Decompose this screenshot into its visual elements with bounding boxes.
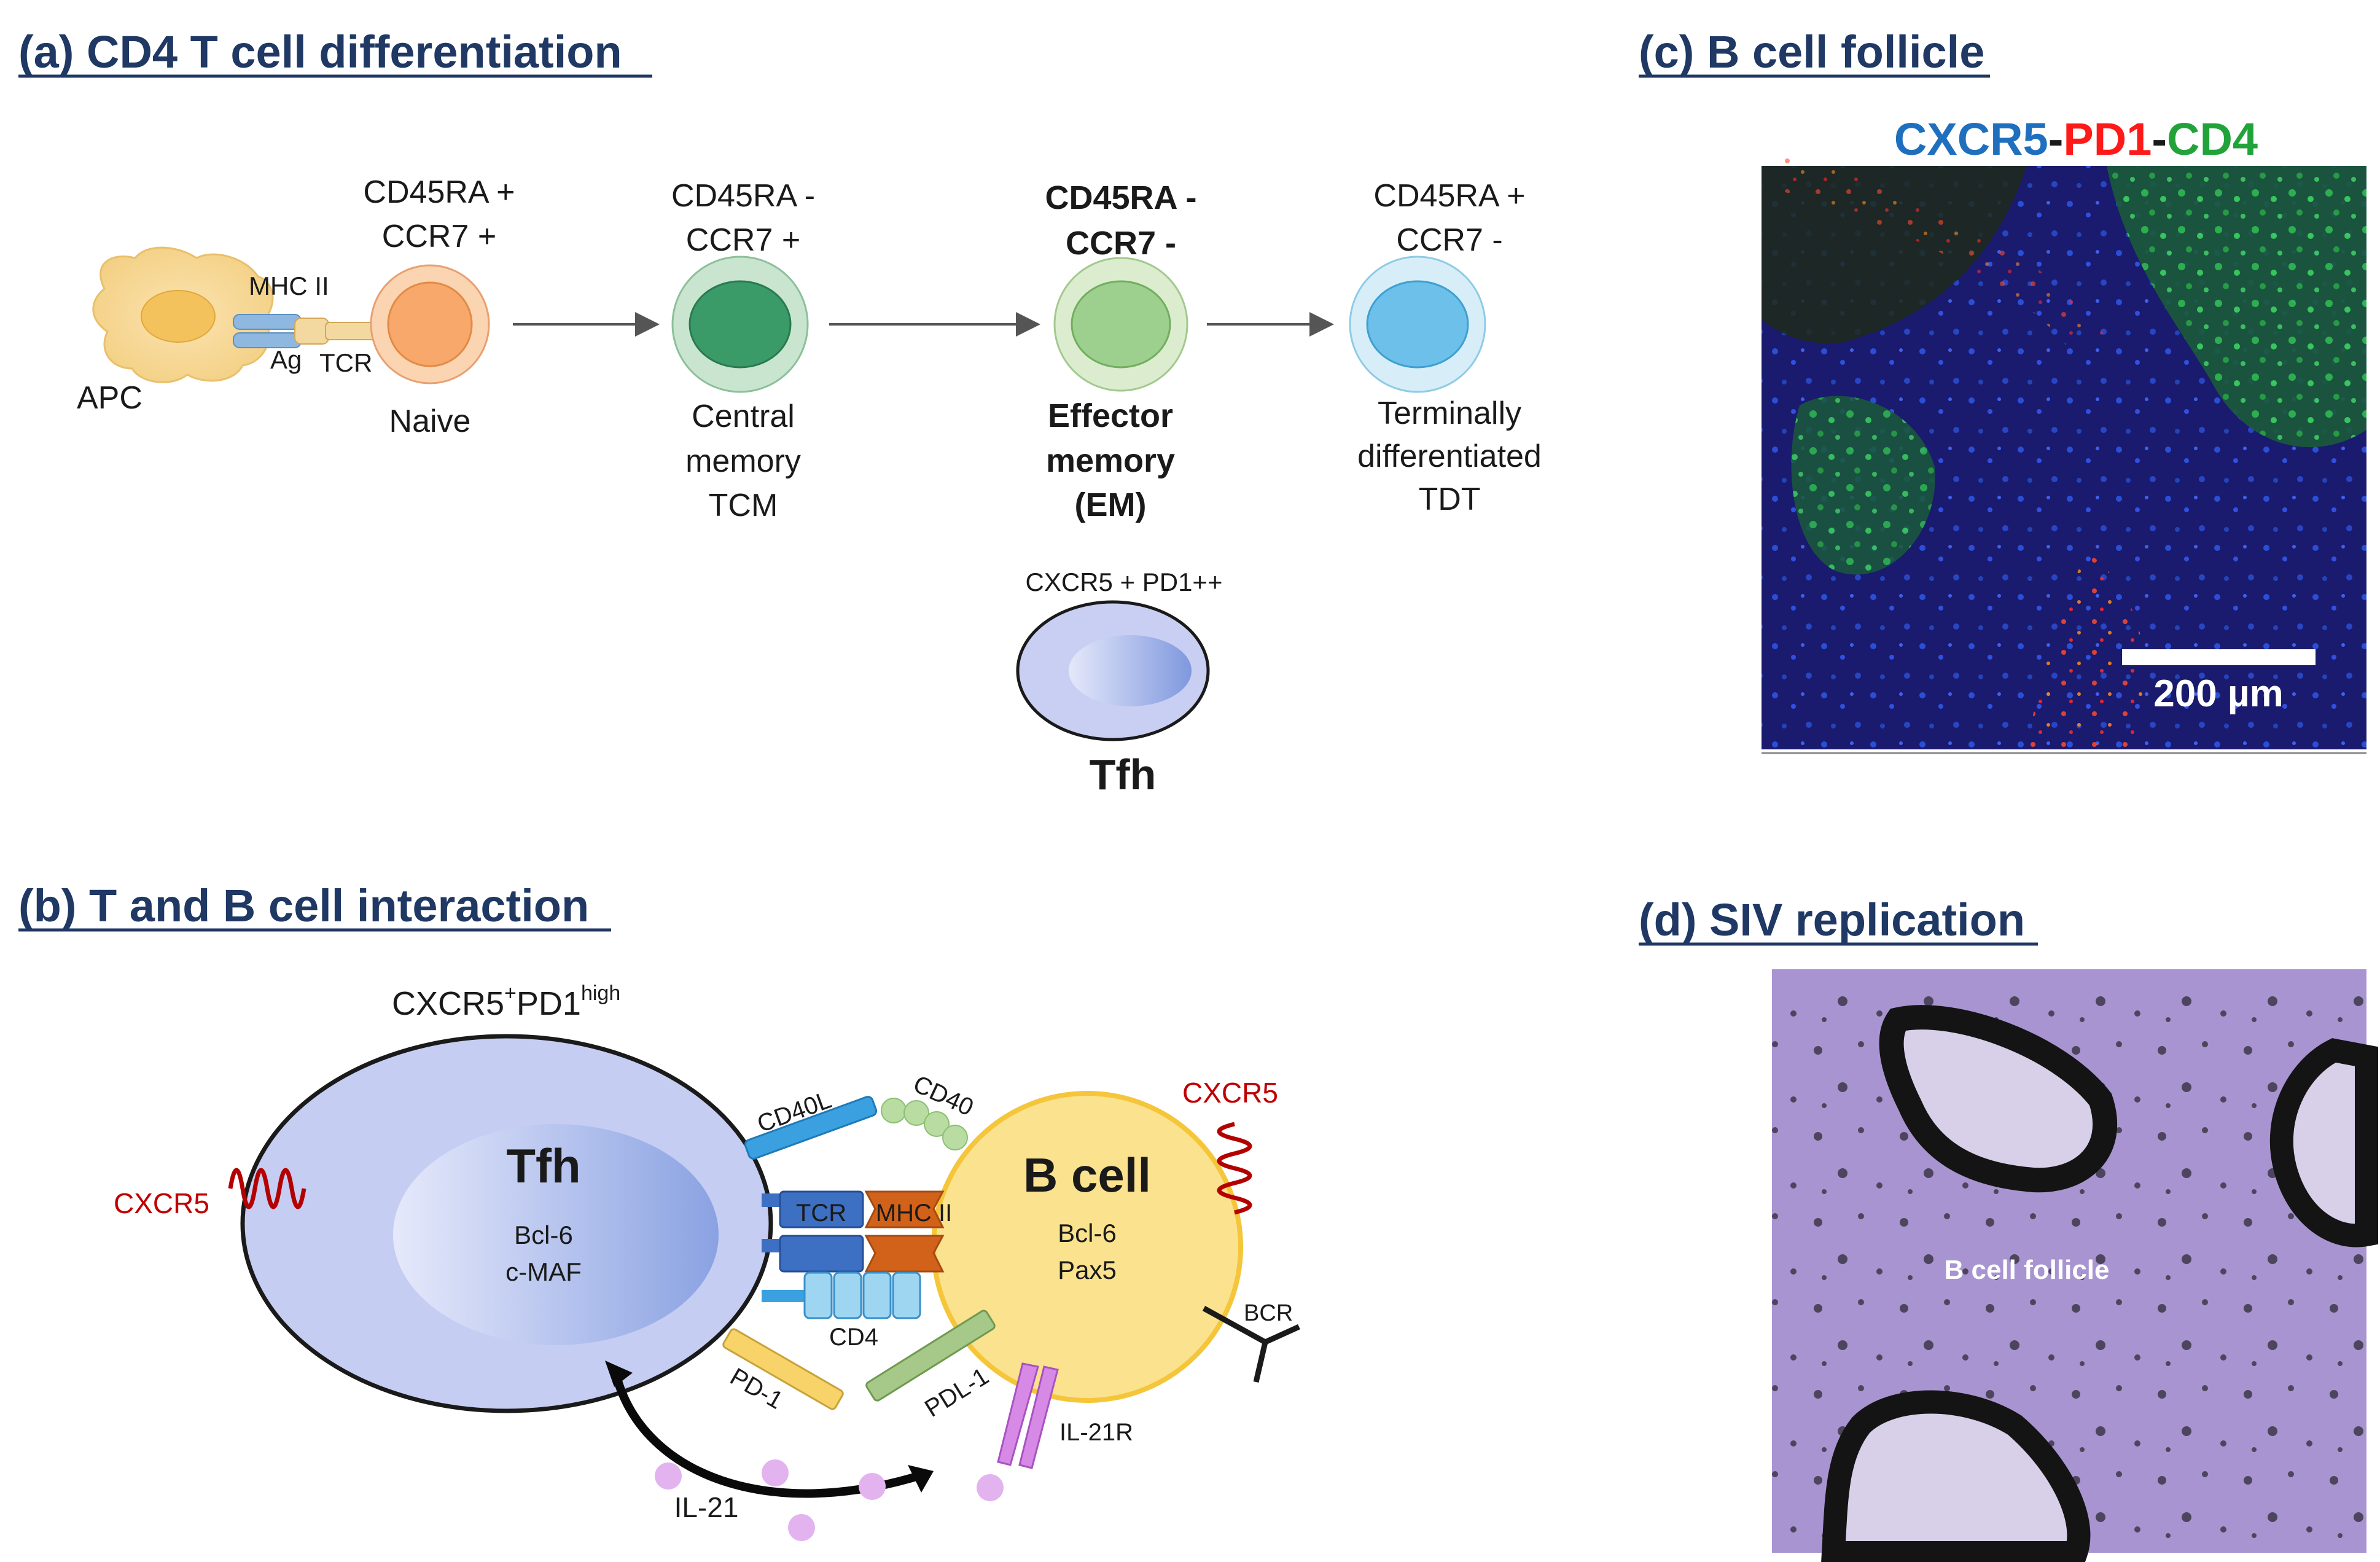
bcr-label: BCR bbox=[1244, 1300, 1293, 1326]
cd40-molecule bbox=[881, 1098, 968, 1150]
apc-label: APC bbox=[77, 380, 142, 416]
cd40l-molecule bbox=[744, 1096, 878, 1160]
panel-a: (a) CD4 T cell differentiation APC MHC I… bbox=[18, 26, 1542, 799]
tcm-name-1: Central bbox=[692, 399, 795, 434]
tfh-tf-2: c-MAF bbox=[505, 1257, 582, 1286]
panel-a-title: (a) CD4 T cell differentiation bbox=[18, 26, 622, 77]
cxcr5-right-icon bbox=[1217, 1122, 1252, 1215]
tdt-marker-1: CD45RA + bbox=[1373, 178, 1525, 214]
tdt-cell bbox=[1349, 256, 1486, 393]
pd1-molecule bbox=[722, 1328, 844, 1410]
tcr-molecule bbox=[762, 1190, 864, 1273]
tfh-cell-b bbox=[240, 1034, 773, 1413]
cd4-label: CD4 bbox=[829, 1324, 878, 1351]
pdl1-molecule bbox=[865, 1310, 996, 1402]
il21-label: IL-21 bbox=[674, 1491, 739, 1523]
tcm-name-3: TCM bbox=[709, 488, 778, 523]
cxcr5-left-label: CXCR5 bbox=[114, 1187, 209, 1219]
tdt-marker-2: CCR7 - bbox=[1396, 222, 1502, 258]
stain-cxcr5: CXCR5 bbox=[1894, 114, 2048, 165]
tcm-marker-2: CCR7 + bbox=[686, 222, 800, 258]
em-marker-2: CCR7 - bbox=[1066, 225, 1176, 262]
mhc-tcr-complex bbox=[233, 314, 381, 348]
tdt-name-1: Terminally bbox=[1378, 396, 1521, 431]
il21r-label: IL-21R bbox=[1059, 1419, 1133, 1446]
tdt-name-3: TDT bbox=[1418, 482, 1480, 517]
tfh-name-b: Tfh bbox=[506, 1139, 580, 1193]
bcr-molecule bbox=[1202, 1306, 1300, 1383]
em-name-3: (EM) bbox=[1075, 486, 1147, 523]
panel-b-title: (b) T and B cell interaction bbox=[18, 880, 589, 931]
bcell-tf-2: Pax5 bbox=[1058, 1255, 1117, 1284]
tfh-cell-a bbox=[1016, 600, 1210, 741]
panel-c-title: (c) B cell follicle bbox=[1639, 26, 1984, 77]
il21-arrow-head-left bbox=[605, 1361, 633, 1387]
bcell-tf-1: Bcl-6 bbox=[1058, 1219, 1117, 1248]
confocal-image: 200 µm bbox=[1762, 154, 2366, 749]
il21-arrow-head-right bbox=[908, 1465, 934, 1493]
panel-d-title: (d) SIV replication bbox=[1639, 894, 2025, 945]
pdl1-label: PDL-1 bbox=[920, 1362, 993, 1422]
panel-c: (c) B cell follicle CXCR5-PD1-CD4 200 µm bbox=[1639, 26, 2366, 754]
em-marker-1: CD45RA - bbox=[1045, 179, 1196, 216]
ag-label: Ag bbox=[270, 345, 302, 374]
mhc-molecule bbox=[864, 1190, 945, 1273]
tfh-markers: CXCR5 + PD1++ bbox=[1026, 568, 1223, 596]
il21r-molecule bbox=[997, 1362, 1059, 1469]
bcell-name: B cell bbox=[1023, 1148, 1151, 1202]
apc-nucleus bbox=[141, 290, 216, 343]
cxcr5-left-icon bbox=[228, 1168, 306, 1209]
tcm-marker-1: CD45RA - bbox=[671, 178, 815, 214]
naive-marker-1: CD45RA + bbox=[363, 174, 515, 210]
panel-b: (b) T and B cell interaction CXCR5+PD1hi… bbox=[18, 880, 1300, 1541]
panel-d: (d) SIV replication B cell follicle bbox=[1639, 894, 2378, 1562]
em-name-2: memory bbox=[1046, 442, 1175, 479]
em-cell bbox=[1053, 257, 1188, 392]
scale-label: 200 µm bbox=[2153, 673, 2284, 715]
tcr-label: TCR bbox=[319, 348, 372, 377]
cd4-molecule bbox=[762, 1271, 921, 1319]
mhc-label-b: MHC II bbox=[876, 1200, 952, 1227]
stain-legend: CXCR5-PD1-CD4 bbox=[1894, 114, 2258, 165]
tcm-name-2: memory bbox=[685, 443, 801, 479]
apc-cell bbox=[92, 246, 274, 383]
tfh-label-a: Tfh bbox=[1090, 751, 1157, 799]
naive-name: Naive bbox=[389, 404, 471, 439]
naive-cell bbox=[370, 264, 490, 385]
tcr-label-b: TCR bbox=[796, 1200, 846, 1227]
il21-cytokines bbox=[655, 1459, 1004, 1541]
tdt-name-2: differentiated bbox=[1357, 439, 1542, 474]
cxcr5-right-label: CXCR5 bbox=[1182, 1077, 1278, 1109]
follicle-label: B cell follicle bbox=[1945, 1255, 2110, 1285]
ish-image: B cell follicle bbox=[1772, 969, 2378, 1562]
stain-pd1: PD1 bbox=[2063, 114, 2152, 165]
stain-cd4: CD4 bbox=[2167, 114, 2258, 165]
scale-bar bbox=[2122, 649, 2316, 665]
tfh-tf-1: Bcl-6 bbox=[514, 1220, 573, 1249]
mhc-label: MHC II bbox=[249, 271, 329, 300]
naive-marker-2: CCR7 + bbox=[382, 219, 496, 254]
tfh-header: CXCR5+PD1high bbox=[392, 982, 620, 1022]
em-name-1: Effector bbox=[1048, 397, 1173, 434]
tcm-cell bbox=[671, 256, 809, 393]
